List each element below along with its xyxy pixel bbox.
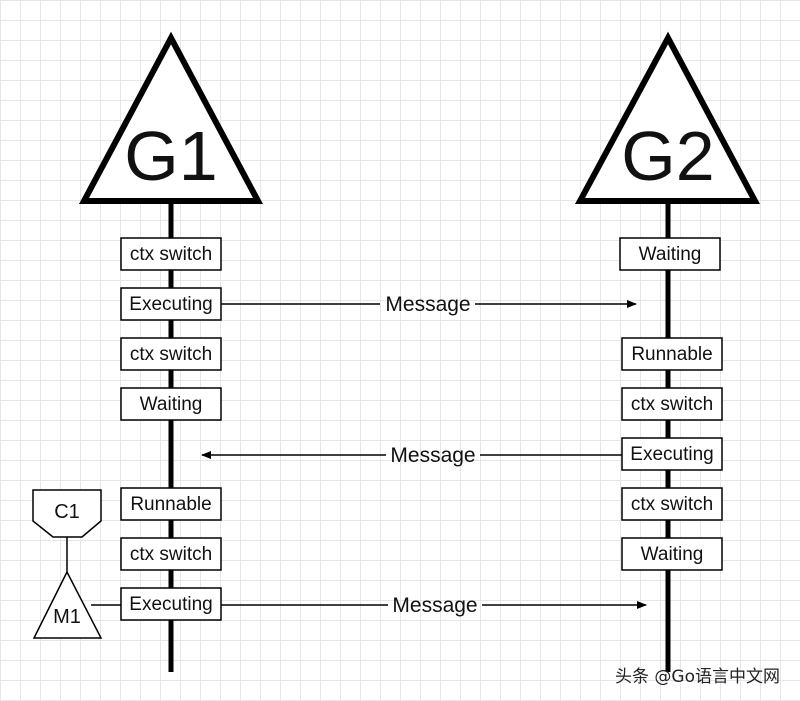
g1-state-executing-1: Executing — [120, 287, 222, 321]
g2-state-ctx-switch-1: ctx switch — [621, 387, 723, 421]
state-label: Runnable — [631, 344, 712, 365]
g1-state-runnable: Runnable — [120, 487, 222, 521]
state-label: ctx switch — [130, 344, 212, 365]
state-label: ctx switch — [631, 394, 713, 415]
message-label: Message — [392, 594, 477, 617]
c1-label: C1 — [54, 501, 80, 523]
message-label: Message — [385, 293, 470, 316]
g1-state-ctx-switch-2: ctx switch — [120, 337, 222, 371]
state-label: Executing — [129, 594, 212, 615]
message-label: Message — [390, 444, 475, 467]
g2-triangle — [574, 31, 761, 204]
g2-header: G2 — [574, 31, 761, 204]
m1-label: M1 — [53, 606, 81, 628]
g2-label: G2 — [621, 117, 714, 195]
g2-state-executing: Executing — [621, 437, 723, 471]
g1-triangle — [78, 31, 264, 204]
g2-state-waiting-1: Waiting — [619, 237, 721, 271]
g2-state-waiting-2: Waiting — [621, 537, 723, 571]
state-label: ctx switch — [130, 544, 212, 565]
state-label: Executing — [630, 444, 713, 465]
message-3: Message — [221, 594, 647, 617]
g2-state-runnable: Runnable — [621, 337, 723, 371]
m1-shape — [32, 570, 103, 639]
state-label: Waiting — [639, 244, 702, 265]
g1-state-ctx-switch-1: ctx switch — [120, 237, 222, 271]
g1-label: G1 — [124, 117, 217, 195]
state-label: Waiting — [140, 394, 203, 415]
state-label: ctx switch — [631, 494, 713, 515]
watermark: 头条 @Go语言中文网 — [615, 667, 780, 687]
message-2: Message — [201, 444, 622, 467]
state-label: Waiting — [641, 544, 704, 565]
state-label: ctx switch — [130, 244, 212, 265]
message-1: Message — [221, 293, 637, 316]
g1-header: G1 — [78, 31, 264, 204]
c1-shape — [32, 489, 102, 538]
state-label: Runnable — [130, 494, 211, 515]
g1-state-executing-2: Executing — [120, 587, 222, 621]
g1-state-ctx-switch-3: ctx switch — [120, 537, 222, 571]
g2-state-ctx-switch-2: ctx switch — [621, 487, 723, 521]
g1-state-waiting: Waiting — [120, 387, 222, 421]
machine-group: C1 M1 — [32, 489, 121, 639]
state-label: Executing — [129, 294, 212, 315]
